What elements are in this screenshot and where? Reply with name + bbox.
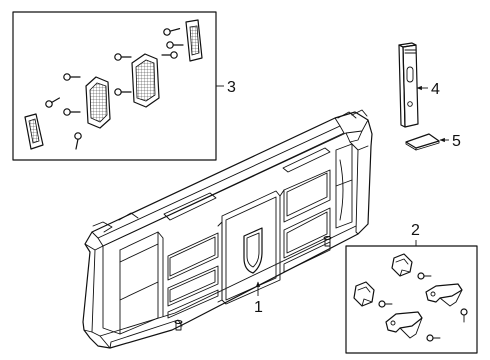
callout-2: 2: [411, 222, 420, 239]
hinge-pivot-top: [391, 253, 413, 277]
hinge-screw: [460, 308, 468, 323]
tailgate-inner-panel: [82, 109, 373, 349]
tailgate-bracket-part: [398, 42, 419, 128]
reflector-small-top: [185, 19, 203, 62]
reflector-screw: [74, 132, 82, 150]
reflector-screw: [161, 51, 178, 59]
hinge-strap-upper: [425, 283, 463, 307]
reflector-screw: [114, 53, 132, 61]
reflector-large: [131, 53, 160, 108]
hinge-kit-frame: [345, 245, 478, 354]
callout-1: 1: [254, 299, 263, 316]
reflector-kit-frame: [12, 11, 217, 161]
reflector-medium: [85, 76, 111, 129]
reflector-kit-group: [12, 11, 217, 161]
reflector-screw: [166, 41, 184, 49]
hinge-screw: [426, 334, 441, 342]
hinge-pivot-bottom: [353, 281, 375, 307]
hinge-screw: [417, 272, 432, 280]
reflector-screw: [114, 88, 132, 96]
reflector-small-bottom: [24, 113, 44, 150]
reflector-screw: [163, 28, 181, 36]
callout-3: 3: [227, 79, 236, 96]
hinge-strap-lower: [385, 311, 423, 339]
reflector-screw: [63, 108, 81, 116]
hinge-kit-group: [345, 245, 478, 354]
reflector-screw: [63, 73, 81, 81]
tailgate-pad-part: [405, 133, 440, 151]
hinge-screw: [378, 300, 393, 308]
callout-4: 4: [431, 81, 440, 98]
reflector-screw: [45, 97, 60, 108]
callout-5: 5: [452, 133, 461, 150]
